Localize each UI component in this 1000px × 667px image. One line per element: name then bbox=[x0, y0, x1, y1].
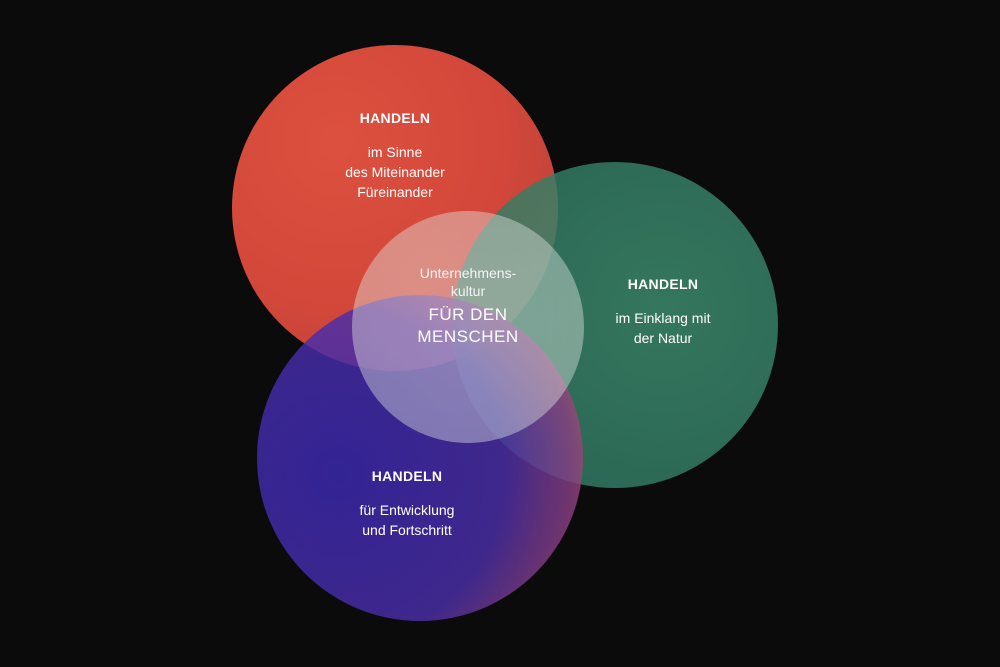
top-circle-line-2: des Miteinander bbox=[345, 164, 445, 180]
top-circle-line-1: im Sinne bbox=[367, 144, 423, 160]
top-circle-title: HANDELN bbox=[359, 110, 431, 126]
right-circle-label: HANDELN im Einklang mit der Natur bbox=[616, 276, 711, 348]
bottom-circle-line-1: für Entwicklung bbox=[359, 502, 455, 518]
right-circle-title: HANDELN bbox=[627, 276, 699, 292]
center-circle-label: Unternehmens- kultur FÜR DEN MENSCHEN bbox=[417, 264, 518, 348]
center-emphasis-2: MENSCHEN bbox=[417, 327, 519, 346]
center-line-1: Unternehmens- bbox=[419, 265, 517, 281]
bottom-circle-line-2: und Fortschritt bbox=[362, 522, 452, 538]
top-circle-line-3: Füreinander bbox=[357, 184, 433, 200]
circle-center bbox=[352, 211, 584, 443]
bottom-circle-title: HANDELN bbox=[371, 468, 443, 484]
bottom-circle-label: HANDELN für Entwicklung und Fortschritt bbox=[360, 468, 455, 540]
right-circle-line-1: im Einklang mit bbox=[615, 310, 711, 326]
right-circle-line-2: der Natur bbox=[633, 330, 693, 346]
center-emphasis-1: FÜR DEN bbox=[428, 305, 508, 324]
top-circle-label: HANDELN im Sinne des Miteinander Füreina… bbox=[345, 110, 445, 202]
center-line-2: kultur bbox=[450, 283, 486, 299]
